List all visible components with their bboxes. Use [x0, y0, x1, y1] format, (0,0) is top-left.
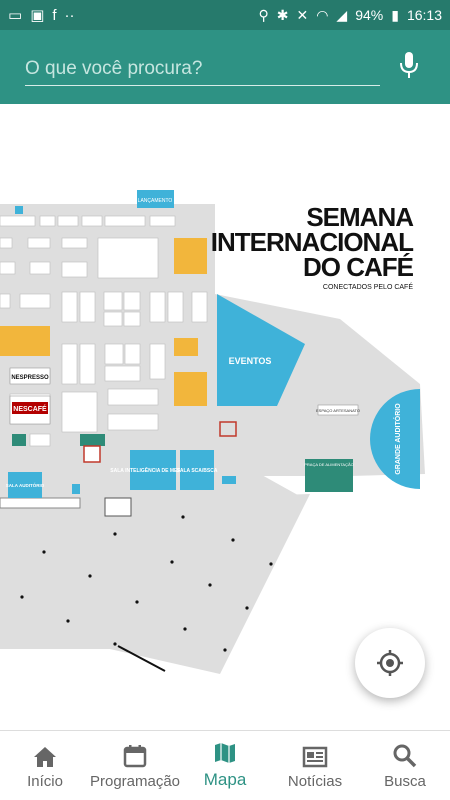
status-bar: ▭ ▣ f ·· ⚲ ✱ ✕ ◠ ◢ 94% ▮ 16:13 — [0, 0, 450, 30]
label-eventos: EVENTOS — [229, 356, 272, 366]
logo-line-1: SEMANA — [306, 202, 414, 232]
facebook-icon: f — [52, 6, 57, 24]
microphone-icon[interactable] — [398, 50, 420, 80]
battery-text: 94% — [355, 7, 384, 23]
label-nespresso: NESPRESSO — [11, 375, 49, 381]
venue-map[interactable]: LANÇAMENTO — [0, 104, 450, 730]
nav-label: Mapa — [203, 770, 247, 789]
nav-busca[interactable]: Busca — [360, 731, 450, 800]
clock: 16:13 — [406, 7, 442, 23]
crosshair-icon — [377, 650, 403, 676]
label-espaco-artesanato: ESPAÇO ARTESANATO — [316, 408, 360, 413]
signal-icon: ◢ — [336, 6, 348, 23]
label-sala-sca: SALA SCA/BSCA — [177, 468, 218, 474]
location-icon: ⚲ — [258, 6, 269, 23]
logo-tagline: CONECTADOS PELO CAFÉ — [323, 282, 413, 291]
nav-label: Programação — [89, 773, 181, 790]
news-icon — [302, 746, 328, 768]
calendar-icon — [123, 745, 147, 768]
search-icon — [393, 744, 417, 768]
wifi-icon: ◠ — [316, 6, 329, 23]
nav-mapa[interactable]: Mapa — [180, 731, 270, 800]
more-notifications-icon: ·· — [64, 6, 75, 24]
nav-label: Notícias — [287, 773, 343, 790]
label-sala-mercado: SALA INTELIGÊNCIA DE MERCADO — [110, 466, 196, 474]
bluetooth-icon: ✱ — [276, 6, 289, 23]
search-bar — [0, 30, 450, 104]
mute-icon: ✕ — [296, 6, 309, 23]
label-grande-auditorio: GRANDE AUDITÓRIO — [393, 403, 402, 475]
floor-plan[interactable]: LANÇAMENTO — [0, 104, 450, 730]
message-icon: ▭ — [8, 7, 23, 24]
home-icon — [33, 747, 56, 767]
label-nescafe: NESCAFÉ — [13, 404, 47, 413]
nav-label: Busca — [384, 773, 426, 790]
nav-inicio[interactable]: Início — [0, 731, 90, 800]
bottom-navigation: Início Programação Mapa Notícias — [0, 730, 450, 800]
logo-line-2: INTERNACIONAL — [211, 227, 414, 257]
event-logo: SEMANA INTERNACIONAL DO CAFÉ CONECTADOS … — [211, 202, 415, 291]
search-input[interactable] — [25, 52, 380, 86]
nav-programacao[interactable]: Programação — [90, 731, 180, 800]
image-icon: ▣ — [30, 7, 45, 24]
label-sala-auditorio: SALA AUDITÓRIO — [6, 481, 45, 488]
nav-label: Início — [27, 773, 63, 790]
logo-line-3: DO CAFÉ — [303, 252, 414, 282]
label-lancamento: LANÇAMENTO — [138, 198, 173, 204]
my-location-button[interactable] — [355, 628, 425, 698]
label-praca: PRAÇA DE ALIMENTAÇÃO — [304, 462, 354, 467]
nav-noticias[interactable]: Notícias — [270, 731, 360, 800]
battery-icon: ▮ — [391, 6, 399, 23]
map-icon — [215, 743, 236, 763]
